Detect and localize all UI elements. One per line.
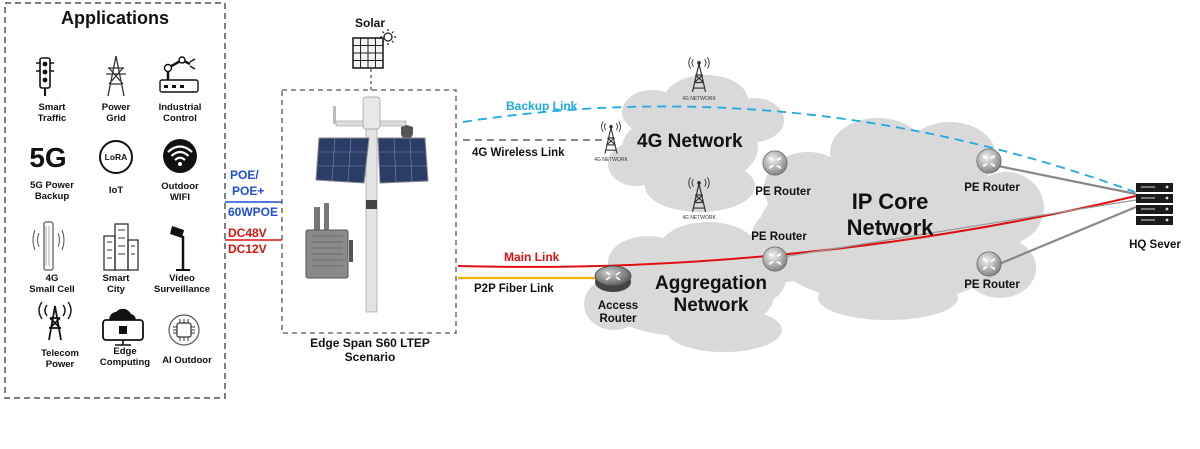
scenario-label: Edge Span S60 LTEP Scenario (310, 336, 430, 364)
app-label: Smart City (102, 273, 130, 295)
pe-server-link-2 (998, 205, 1137, 266)
power-poe-plus-label: POE+ (232, 184, 265, 198)
power-tower-icon (106, 55, 126, 97)
traffic-light-icon (36, 57, 54, 96)
edge-computing-icon (102, 308, 144, 346)
pe-server-link-1 (997, 164, 1137, 196)
antenna-icon (32, 221, 65, 271)
city-icon (103, 223, 139, 271)
tower-caption: 4G NETWORK (682, 215, 716, 221)
solar-panel-icon (352, 29, 396, 69)
tower-caption: 4G NETWORK (682, 96, 716, 102)
app-label: Power Grid (101, 102, 131, 124)
power-dc48v-label: DC48V (228, 226, 267, 240)
svg-text:LoRA: LoRA (105, 152, 128, 162)
app-label: Telecom Power (41, 348, 79, 370)
app-label: Outdoor WIFI (161, 181, 199, 203)
access-router-label: Access Router (597, 300, 639, 325)
app-label: Industrial Control (158, 102, 202, 124)
ip-core-network-label: IP Core Network (846, 189, 934, 240)
app-label: Smart Traffic (37, 102, 67, 124)
pe-router-icon (976, 251, 1002, 277)
telecom-tower-icon (38, 301, 72, 341)
pe-router-icon (976, 148, 1002, 174)
applications-frame (4, 2, 226, 399)
app-label: 4G Small Cell (29, 273, 75, 295)
pe-router-label: PE Router (751, 231, 807, 243)
5g-icon: 5G (29, 142, 66, 173)
pe-router-label: PE Router (964, 182, 1020, 194)
wifi-icon (163, 139, 197, 173)
ip-core-network-cloud (750, 118, 1044, 320)
backup-link-label: Backup Link (506, 99, 578, 113)
power-60wpoe-label: 60WPOE (228, 205, 279, 219)
main-link-label: Main Link (504, 250, 560, 264)
ai-chip-icon (168, 314, 200, 346)
pe-router-icon (762, 246, 788, 272)
app-label: IoT (108, 185, 124, 196)
4g-network-label: 4G Network (637, 131, 743, 152)
fiber-link-label: P2P Fiber Link (474, 283, 554, 295)
hq-server-label: HQ Sever (1129, 239, 1181, 251)
app-label: Video Surveillance (154, 273, 210, 295)
power-dc12v-label: DC12V (228, 242, 267, 256)
cctv-camera-icon (170, 226, 190, 271)
app-label: Edge Computing (99, 346, 151, 368)
lora-icon: LoRA (99, 140, 133, 174)
app-label: 5G Power Backup (30, 180, 74, 202)
main-link-line (457, 195, 1137, 268)
scenario-frame (281, 89, 457, 334)
aggregation-network-label: Aggregation Network (655, 273, 767, 316)
app-label: AI Outdoor (162, 355, 212, 366)
applications-title: Applications (60, 8, 169, 28)
pe-router-label: PE Router (755, 186, 811, 198)
power-poe-label: POE/ (230, 168, 259, 182)
edge-span-device-illustration (305, 96, 429, 313)
backup-link-line (462, 105, 1136, 193)
tower-caption: 4G NETWORK (594, 157, 628, 163)
robot-arm-icon (159, 56, 199, 93)
solar-label: Solar (354, 16, 385, 30)
pe-router-label: PE Router (964, 279, 1020, 291)
pe-router-icon (762, 150, 788, 176)
access-router-icon (594, 265, 632, 292)
pe-server-link-3 (775, 199, 1137, 259)
wireless-link-label: 4G Wireless Link (472, 147, 565, 159)
hq-server-icon (1136, 183, 1173, 225)
